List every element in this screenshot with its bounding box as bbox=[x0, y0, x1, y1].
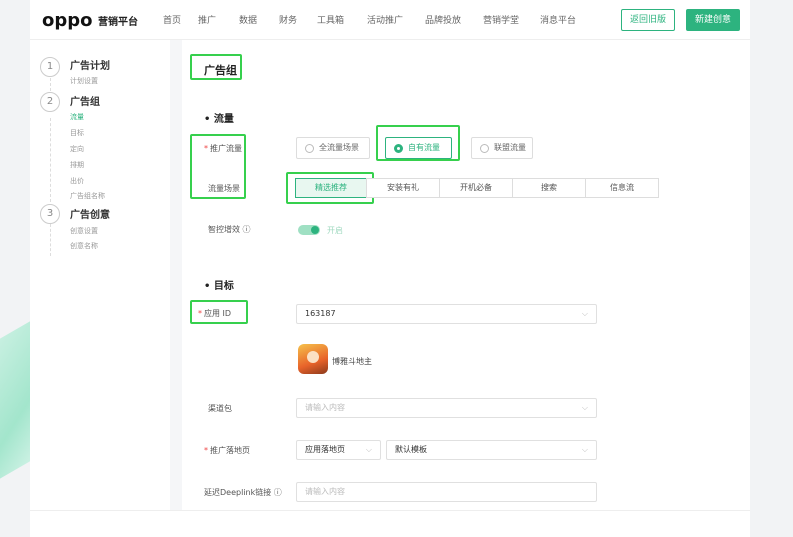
step-number: 3 bbox=[40, 204, 60, 224]
sidebar-item-creative-settings[interactable]: 创意设置 bbox=[70, 227, 98, 235]
steps-sidebar: 1 广告计划 计划设置 2 广告组 流量 目标 定向 排期 出价 广告组名称 3… bbox=[30, 40, 170, 510]
deeplink-input[interactable]: 请输入内容 bbox=[296, 482, 597, 502]
nav-item-data[interactable]: 数据 bbox=[239, 16, 258, 26]
radio-label: 自有流量 bbox=[408, 143, 440, 152]
page-title: 广告组 bbox=[204, 64, 237, 77]
step-title-creative[interactable]: 广告创意 bbox=[70, 210, 110, 221]
app-id-select[interactable]: 163187 ⌵ bbox=[296, 304, 597, 324]
channel-label: 渠道包 bbox=[208, 404, 232, 413]
question-circle-icon[interactable]: ⓘ bbox=[273, 488, 282, 497]
radio-label: 联盟流量 bbox=[494, 143, 526, 152]
app-name: 博雅斗地主 bbox=[332, 357, 372, 366]
oppo-logo: oppo bbox=[42, 10, 93, 31]
main-form: 广告组 • 流量 *推广流量 全流量场景 自有流量 联盟流量 流量场景 精选推荐… bbox=[170, 40, 750, 510]
chevron-down-icon: ⌵ bbox=[581, 403, 588, 412]
traffic-scene-label: 流量场景 bbox=[208, 184, 240, 193]
radio-dot bbox=[394, 144, 403, 153]
traffic-scene-segmented: 精选推荐 安装有礼 开机必备 搜索 信息流 bbox=[295, 178, 659, 198]
top-navigation-bar: oppo 营销平台 首页 推广 数据 财务 工具箱 活动推广 品牌投放 营销学堂… bbox=[30, 0, 750, 40]
smart-boost-toggle[interactable] bbox=[298, 225, 320, 235]
sidebar-item-traffic[interactable]: 流量 bbox=[70, 113, 84, 121]
section-target-title: 目标 bbox=[213, 281, 234, 292]
nav-item-finance[interactable]: 财务 bbox=[279, 16, 298, 26]
footer-divider bbox=[30, 510, 750, 511]
nav-item-home[interactable]: 首页 bbox=[163, 16, 182, 26]
sidebar-item-group-name[interactable]: 广告组名称 bbox=[70, 192, 105, 200]
highlight-box bbox=[376, 125, 460, 161]
deeplink-label: 延迟Deeplink链接 ⓘ bbox=[204, 487, 282, 498]
step-connector bbox=[50, 118, 51, 202]
toggle-knob bbox=[311, 226, 319, 234]
step-connector bbox=[50, 224, 51, 256]
radio-alliance-traffic[interactable]: 联盟流量 bbox=[471, 137, 533, 159]
sidebar-item-plan-settings[interactable]: 计划设置 bbox=[70, 77, 98, 85]
step-title-plan[interactable]: 广告计划 bbox=[70, 61, 110, 72]
sidebar-item-creative-name[interactable]: 创意名称 bbox=[70, 242, 98, 250]
section-traffic-heading: • 流量 bbox=[204, 114, 234, 125]
radio-dot bbox=[305, 144, 314, 153]
scene-option-search[interactable]: 搜索 bbox=[512, 178, 586, 198]
highlight-box bbox=[190, 300, 248, 324]
chevron-down-icon: ⌵ bbox=[581, 445, 588, 454]
sidebar-item-target[interactable]: 目标 bbox=[70, 129, 84, 137]
smart-boost-label-text: 智控增效 bbox=[208, 225, 240, 234]
new-creative-button[interactable]: 新建创意 bbox=[686, 9, 740, 31]
question-circle-icon[interactable]: ⓘ bbox=[242, 225, 251, 234]
scene-option-install-gift[interactable]: 安装有礼 bbox=[366, 178, 440, 198]
radio-dot bbox=[480, 144, 489, 153]
landing-label: *推广落地页 bbox=[204, 446, 250, 455]
radio-all-traffic[interactable]: 全流量场景 bbox=[296, 137, 370, 159]
chevron-down-icon: ⌵ bbox=[581, 309, 588, 318]
sidebar-item-bid[interactable]: 出价 bbox=[70, 177, 84, 185]
app-id-value: 163187 bbox=[305, 309, 336, 318]
main-nav: 首页 推广 数据 财务 工具箱 活动推广 品牌投放 营销学堂 消息平台 bbox=[163, 13, 590, 26]
section-traffic-title: 流量 bbox=[213, 114, 234, 125]
app-icon bbox=[298, 344, 328, 374]
highlight-box bbox=[190, 54, 242, 80]
sidebar-item-schedule[interactable]: 排期 bbox=[70, 161, 84, 169]
landing-label-text: 推广落地页 bbox=[210, 446, 250, 455]
landing-type-select[interactable]: 应用落地页 ⌵ bbox=[296, 440, 381, 460]
landing-type-value: 应用落地页 bbox=[305, 445, 345, 454]
smart-boost-state: 开启 bbox=[327, 226, 343, 235]
nav-item-brand[interactable]: 品牌投放 bbox=[425, 16, 462, 26]
deeplink-placeholder: 请输入内容 bbox=[305, 487, 345, 496]
channel-placeholder: 请输入内容 bbox=[305, 403, 345, 412]
radio-label: 全流量场景 bbox=[319, 143, 359, 152]
scene-option-feed[interactable]: 信息流 bbox=[585, 178, 659, 198]
platform-title: 营销平台 bbox=[98, 17, 138, 28]
chevron-down-icon: ⌵ bbox=[365, 445, 372, 454]
nav-item-promotion[interactable]: 推广 bbox=[198, 16, 217, 26]
step-number: 2 bbox=[40, 92, 60, 112]
deeplink-label-text: 延迟Deeplink链接 bbox=[204, 488, 272, 497]
landing-template-value: 默认模板 bbox=[395, 445, 427, 454]
nav-item-toolbox[interactable]: 工具箱 bbox=[317, 16, 345, 26]
nav-item-activity[interactable]: 活动推广 bbox=[367, 16, 404, 26]
app-id-label-text: 应用 ID bbox=[204, 309, 232, 318]
scene-option-boot-essential[interactable]: 开机必备 bbox=[439, 178, 513, 198]
step-title-ad-group[interactable]: 广告组 bbox=[70, 97, 100, 108]
section-target-heading: • 目标 bbox=[204, 281, 234, 292]
app-id-label: *应用 ID bbox=[198, 309, 232, 318]
landing-template-select[interactable]: 默认模板 ⌵ bbox=[386, 440, 597, 460]
smart-boost-label: 智控增效 ⓘ bbox=[208, 224, 251, 235]
return-old-version-button[interactable]: 返回旧版 bbox=[621, 9, 675, 31]
highlight-box bbox=[190, 134, 246, 199]
radio-own-traffic[interactable]: 自有流量 bbox=[385, 137, 452, 159]
app-window: oppo 营销平台 首页 推广 数据 财务 工具箱 活动推广 品牌投放 营销学堂… bbox=[30, 0, 750, 537]
channel-select[interactable]: 请输入内容 ⌵ bbox=[296, 398, 597, 418]
sidebar-item-targeting[interactable]: 定向 bbox=[70, 145, 84, 153]
nav-item-messages[interactable]: 消息平台 bbox=[540, 16, 577, 26]
promo-traffic-label: *推广流量 bbox=[204, 144, 242, 153]
step-connector bbox=[50, 78, 51, 96]
step-number: 1 bbox=[40, 57, 60, 77]
promo-traffic-label-text: 推广流量 bbox=[210, 144, 242, 153]
nav-item-academy[interactable]: 营销学堂 bbox=[483, 16, 520, 26]
scene-option-featured[interactable]: 精选推荐 bbox=[295, 178, 367, 198]
